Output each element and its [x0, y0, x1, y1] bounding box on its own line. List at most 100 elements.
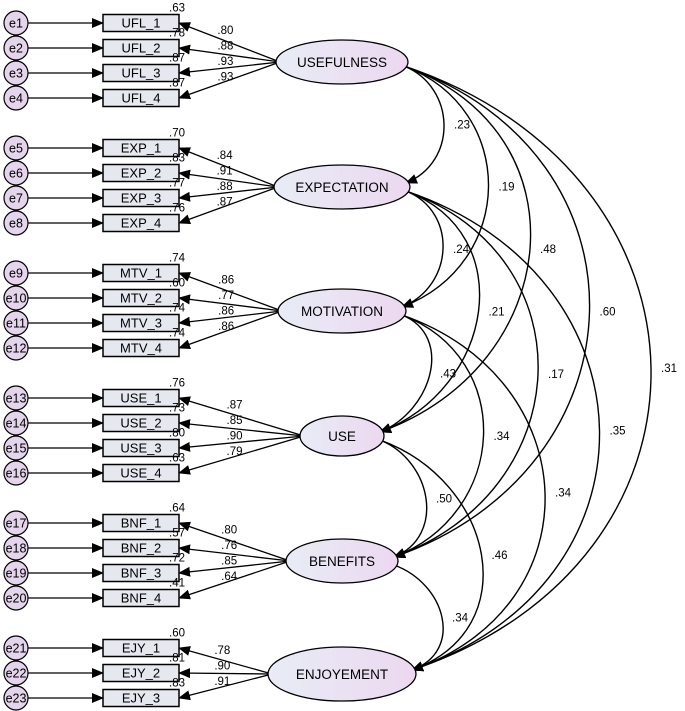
r2-value-ejy-1: .60 [169, 628, 185, 640]
covariance-value-usefulness-use: .48 [540, 244, 556, 256]
error-label-e19: e19 [6, 567, 27, 581]
indicator-label-bnf-1: BNF_1 [121, 516, 161, 531]
loading-value-exp-1: .84 [217, 150, 234, 162]
error-label-e18: e18 [6, 542, 27, 556]
latent-label-motivation: MOTIVATION [301, 304, 383, 319]
r2-value-mtv-2: .60 [169, 278, 185, 290]
error-label-e5: e5 [9, 142, 23, 156]
error-node-e7 [3, 185, 29, 211]
loading-value-ejy-2: .90 [214, 660, 230, 672]
covariance-motivation-enjoyement [389, 306, 546, 672]
indicator-box-bnf-3 [102, 563, 180, 583]
indicator-box-use-1 [102, 388, 180, 408]
covariance-expectation-benefits [393, 182, 539, 558]
loading-value-bnf-1: .80 [221, 524, 237, 536]
error-label-e12: e12 [6, 342, 27, 356]
covariance-motivation-use [379, 306, 433, 433]
loading-arrow-bnf-1 [178, 521, 291, 562]
covariance-usefulness-enjoyement [391, 57, 652, 672]
indicator-label-mtv-1: MTV_1 [120, 266, 162, 281]
r2-value-use-2: .73 [169, 403, 185, 415]
loading-layer [28, 18, 305, 703]
r2-value-ejy-3: .83 [169, 678, 185, 690]
indicator-label-exp-3: EXP_3 [121, 191, 161, 206]
indicator-label-ejy-3: EJY_3 [122, 691, 160, 706]
loading-arrow-ufl-1 [178, 22, 281, 63]
loading-arrow-bnf-4 [178, 560, 291, 600]
loading-arrow-mtv-1 [178, 272, 283, 312]
covariance-motivation-benefits [389, 306, 485, 558]
covariance-usefulness-motivation [391, 57, 490, 308]
covariance-expectation-enjoyement [393, 182, 601, 672]
loading-value-mtv-1: .86 [218, 274, 234, 286]
indicator-box-mtv-4 [102, 338, 180, 358]
loading-value-mtv-3: .86 [218, 305, 234, 317]
error-node-e3 [3, 60, 29, 86]
r2-value-ejy-2: .81 [169, 653, 185, 665]
indicator-label-ufl-2: UFL_2 [121, 41, 160, 56]
latent-label-expectation: EXPECTATION [295, 180, 388, 195]
error-node-e22 [3, 660, 29, 686]
indicator-label-ufl-1: UFL_1 [121, 16, 160, 31]
error-label-e20: e20 [6, 592, 27, 606]
r2-value-bnf-3: .72 [169, 553, 185, 565]
loading-value-bnf-4: .64 [221, 571, 238, 583]
error-node-e13 [3, 385, 29, 411]
error-label-e13: e13 [6, 392, 27, 406]
error-node-e16 [3, 460, 29, 486]
loading-arrow-use-2 [178, 419, 305, 437]
indicator-label-use-2: USE_2 [120, 416, 161, 431]
indicator-box-ufl-3 [102, 63, 180, 83]
loading-arrow-exp-4 [178, 186, 279, 224]
covariance-value-motivation-use: .43 [440, 369, 456, 381]
covariance-value-expectation-enjoyement: .35 [610, 426, 626, 438]
loading-value-bnf-2: .76 [221, 540, 237, 552]
indicator-box-mtv-2 [102, 288, 180, 308]
loading-value-mtv-4: .86 [218, 321, 234, 333]
error-label-e23: e23 [6, 692, 27, 706]
indicator-label-mtv-3: MTV_3 [120, 316, 162, 331]
covariance-value-expectation-motivation: .24 [453, 244, 470, 256]
indicator-box-ufl-2 [102, 38, 180, 58]
loading-arrow-exp-1 [178, 147, 279, 188]
latent-label-benefits: BENEFITS [309, 554, 375, 569]
r2-value-mtv-3: .74 [169, 303, 186, 315]
loading-value-ufl-4: .93 [217, 71, 233, 83]
error-node-e21 [3, 635, 29, 661]
indicator-label-use-4: USE_4 [120, 466, 161, 481]
r2-value-use-3: .80 [169, 428, 185, 440]
loading-value-ufl-3: .93 [217, 56, 233, 68]
indicator-box-bnf-4 [102, 588, 180, 608]
indicator-label-use-3: USE_3 [120, 441, 161, 456]
loading-arrow-ufl-3 [178, 61, 281, 77]
error-node-e8 [3, 210, 29, 236]
indicator-label-ejy-2: EJY_2 [122, 666, 160, 681]
coefficient-layer: .80.63.88.78.93.87.93.87.84.70.91.83.88.… [169, 3, 677, 690]
indicator-label-use-1: USE_1 [120, 391, 161, 406]
indicator-label-ufl-4: UFL_4 [121, 91, 160, 106]
loading-arrow-ufl-4 [178, 61, 281, 100]
error-label-e7: e7 [9, 192, 23, 206]
loading-arrow-ejy-3 [178, 673, 273, 701]
loading-value-use-3: .90 [227, 430, 243, 442]
r2-value-bnf-1: .64 [169, 503, 186, 515]
latent-use [299, 415, 385, 457]
r2-value-use-1: .76 [169, 378, 185, 390]
r2-value-bnf-4: .41 [169, 578, 185, 590]
error-label-e1: e1 [9, 17, 23, 31]
error-label-e3: e3 [9, 67, 23, 81]
error-node-e10 [3, 285, 29, 311]
error-node-e9 [3, 260, 29, 286]
latent-label-enjoyement: ENJOYEMENT [296, 667, 388, 682]
loading-arrow-use-4 [178, 435, 305, 475]
indicator-box-mtv-3 [102, 313, 180, 333]
covariance-usefulness-benefits [391, 57, 591, 559]
indicator-box-ufl-1 [102, 13, 180, 33]
loading-value-ejy-3: .91 [214, 676, 230, 688]
loading-value-exp-4: .87 [217, 196, 233, 208]
loading-arrow-exp-3 [178, 186, 279, 202]
loading-arrow-mtv-2 [178, 294, 283, 312]
covariance-usefulness-use [379, 57, 532, 433]
indicator-box-ejy-1 [102, 638, 180, 658]
error-label-e6: e6 [9, 167, 23, 181]
